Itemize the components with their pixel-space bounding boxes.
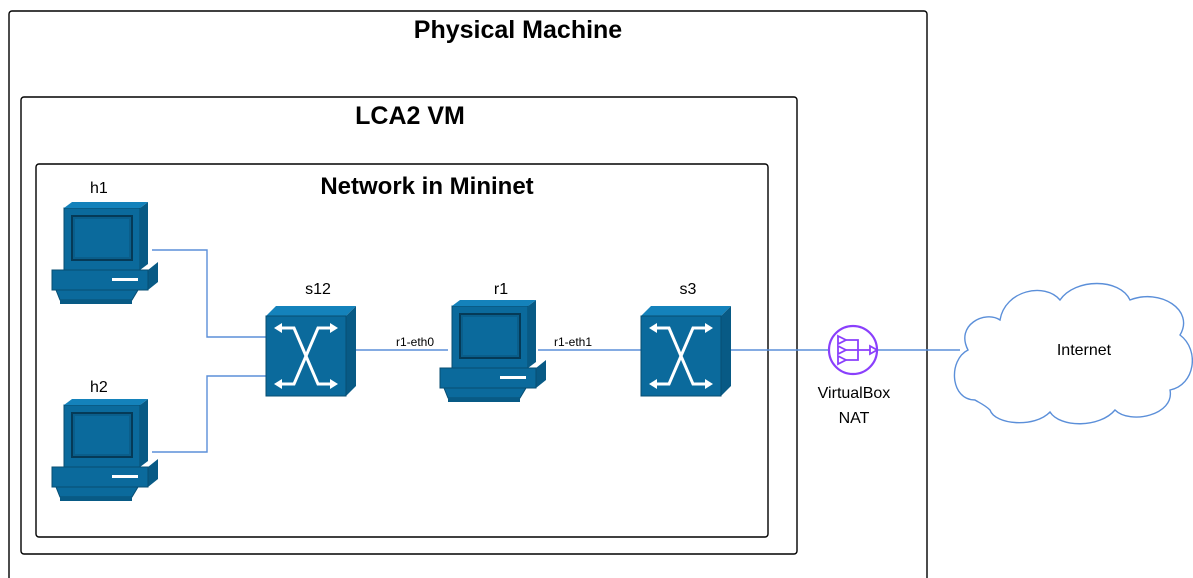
h2-computer-icon [51, 398, 159, 502]
physical-machine-title: Physical Machine [414, 16, 623, 44]
link-h1-s12 [152, 249, 266, 338]
internet-label: Internet [1057, 342, 1112, 359]
mininet-title: Network in Mininet [320, 173, 533, 200]
port-label-r1-eth0: r1-eth0 [396, 335, 434, 349]
s3-label: s3 [680, 281, 697, 298]
vm-box [20, 96, 798, 555]
nat-label-line1: VirtualBox [818, 385, 891, 402]
s3-switch-icon [639, 304, 733, 398]
nat-gateway-icon [827, 324, 879, 376]
cloud-icon [953, 282, 1193, 425]
r1-label: r1 [494, 281, 508, 298]
port-label-r1-eth1: r1-eth1 [554, 335, 592, 349]
r1-computer-icon [439, 299, 547, 403]
physical-machine-box [8, 10, 928, 578]
h2-label: h2 [90, 379, 108, 396]
port-bg-eth1 [548, 335, 598, 349]
link-h2-s12 [152, 375, 266, 453]
port-bg-eth0 [390, 335, 440, 349]
h1-label: h1 [90, 180, 108, 197]
vm-title: LCA2 VM [355, 102, 465, 130]
s12-switch-icon [264, 304, 358, 398]
s12-label: s12 [305, 281, 331, 298]
nat-label-line2: NAT [839, 410, 870, 427]
h1-computer-icon [51, 201, 159, 305]
